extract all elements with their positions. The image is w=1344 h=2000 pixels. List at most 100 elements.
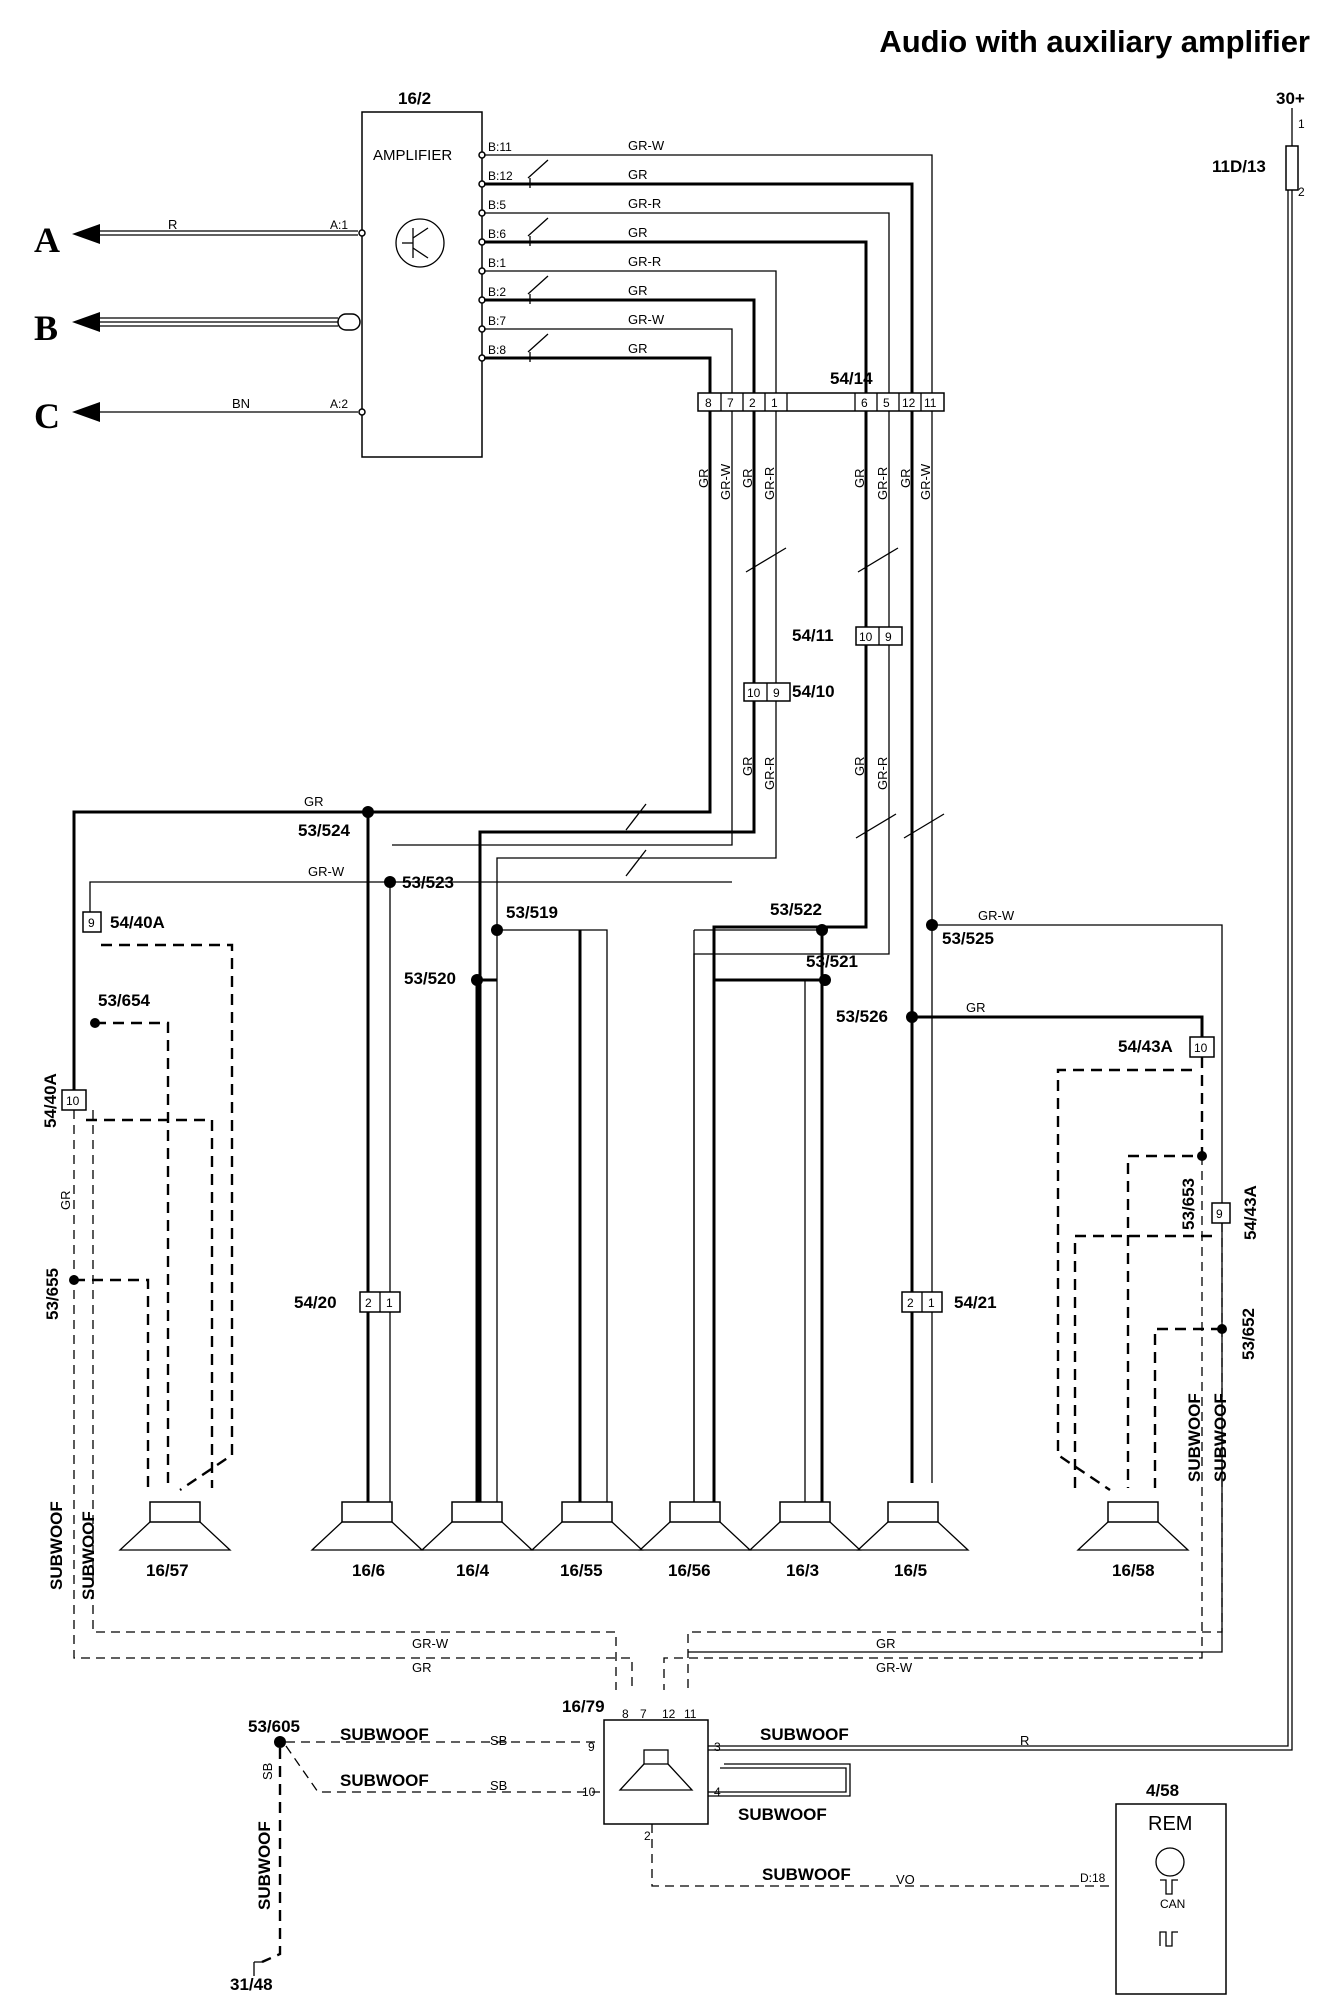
c5410-pin-9: 9 [773,686,780,700]
c40a-9: 9 [88,916,95,930]
sub-pin-12: 12 [662,1707,676,1721]
c5411-pin-9: 9 [885,630,892,644]
sub-pin-10: 10 [582,1785,596,1799]
sub-pin-11: 11 [684,1707,697,1721]
subwoof-4: SUBWOOF [738,1805,827,1824]
wc-9: GR [740,757,755,777]
pin-b2-label: B:2 [488,285,506,299]
wc-13: GR [304,794,324,809]
wire-bn-label: BN [232,396,250,411]
connector-54-11-label: 54/11 [792,626,834,645]
wc-11: GR [852,757,867,777]
c5414-pin-7: 7 [727,396,734,410]
j519-label: 53/519 [506,903,558,922]
connector-b-label: B [34,308,58,348]
subwoof-r2: SUBWOOF [1211,1393,1230,1482]
spk-16-4: 16/4 [456,1561,490,1580]
wc-15: GR-W [978,908,1015,923]
wire-b11-color: GR-W [628,138,665,153]
fuse-label: 11D/13 [1212,157,1266,176]
rem-pin-label: D:18 [1080,1871,1106,1885]
c5414-pin-8: 8 [705,396,712,410]
wc-4: GR-R [762,467,777,500]
spk-16-5: 16/5 [894,1561,927,1580]
connector-54-11: 54/11 10 9 [792,626,903,646]
c5414-pin-5: 5 [883,396,890,410]
c5414-pin-2: 2 [749,396,756,410]
wire-b1-color: GR-R [628,254,661,269]
connector-54-10: 10 9 54/10 [743,682,835,702]
p30-label: 30+ [1276,89,1305,108]
wc-8: GR-W [918,463,933,500]
c5421-1: 1 [928,1296,935,1310]
rem-name: REM [1148,1813,1192,1835]
amplifier-id-label: 16/2 [398,89,431,108]
c40a-10: 10 [66,1094,80,1108]
c5420-2: 2 [365,1296,372,1310]
splice-dot-icon [69,806,1227,1748]
j652-label: 53/652 [1239,1308,1258,1360]
sub-pin-2: 2 [644,1829,651,1843]
spk-16-57: 16/57 [146,1561,189,1580]
c5414-pin-12: 12 [902,396,916,410]
pin-b12-label: B:12 [488,169,513,183]
spk-16-56: 16/56 [668,1561,711,1580]
fuse-icon [1285,145,1299,191]
wc-12: GR-R [875,757,890,790]
page-title: Audio with auxiliary amplifier [879,24,1310,59]
spk-16-58: 16/58 [1112,1561,1155,1580]
vo-label: VO [896,1872,915,1887]
sb-1: SB [490,1733,507,1748]
j523-label: 53/523 [402,873,454,892]
j524-label: 53/524 [298,821,351,840]
wc-16: GR [966,1000,986,1015]
j526-label: 53/526 [836,1007,888,1026]
c5443a-label-2: 54/43A [1241,1185,1260,1240]
subwoof-8: SUBWOOF [762,1865,851,1884]
j520-label: 53/520 [404,969,456,988]
c5440a-label-1: 54/40A [110,913,165,932]
wire-r-label-2: R [1020,1733,1029,1748]
wc-6: GR-R [875,467,890,500]
wc-21: GR-W [876,1660,913,1675]
c5414-pin-11: 11 [924,396,937,410]
wire-b12-color: GR [628,167,648,182]
c5420-label: 54/20 [294,1293,337,1312]
subwoof-l2: SUBWOOF [79,1511,98,1600]
wc-5: GR [852,469,867,489]
spk-16-3: 16/3 [786,1561,819,1580]
subwoof-7: SUBWOOF [255,1821,274,1910]
sub-pin-9: 9 [588,1740,595,1754]
spk-16-55: 16/55 [560,1561,603,1580]
sub-id: 16/79 [562,1697,605,1716]
j522-label: 53/522 [770,900,822,919]
sub-pin-3: 3 [714,1740,721,1754]
pin-b11-label: B:11 [488,140,512,154]
fuse-pin2: 2 [1298,185,1305,199]
wc-17: GR [58,1191,73,1211]
gnd-label: 31/48 [230,1975,273,1994]
pin-b5-label: B:5 [488,198,506,212]
subwoof-5: SUBWOOF [340,1725,429,1744]
sub-pin-7: 7 [640,1707,647,1721]
amplifier-b-pins: B:11 B:12 B:5 B:6 B:1 B:2 B:7 B:8 [478,140,513,362]
j521-label: 53/521 [806,952,858,971]
subwoofer-block: 16/79 8 7 12 11 9 10 3 4 2 [562,1697,721,1843]
speaker-icon [118,1501,1190,1551]
wire-b6-color: GR [628,225,648,240]
wc-7: GR [898,469,913,489]
wire-b2-color: GR [628,283,648,298]
connector-54-10-label: 54/10 [792,682,835,701]
ground-icon [253,1961,262,1976]
c5414-pin-6: 6 [861,396,868,410]
wire-r-label: R [168,217,177,232]
pin-a2-label: A:2 [330,397,348,411]
pin-b1-label: B:1 [488,256,506,270]
rem-id: 4/58 [1146,1781,1179,1800]
connector-54-14-label: 54/14 [830,369,873,388]
can-label: CAN [1160,1897,1185,1911]
wc-18: GR-W [412,1636,449,1651]
c5410-pin-10: 10 [747,686,761,700]
c43a-10: 10 [1194,1041,1208,1055]
wc-20: GR [876,1636,896,1651]
